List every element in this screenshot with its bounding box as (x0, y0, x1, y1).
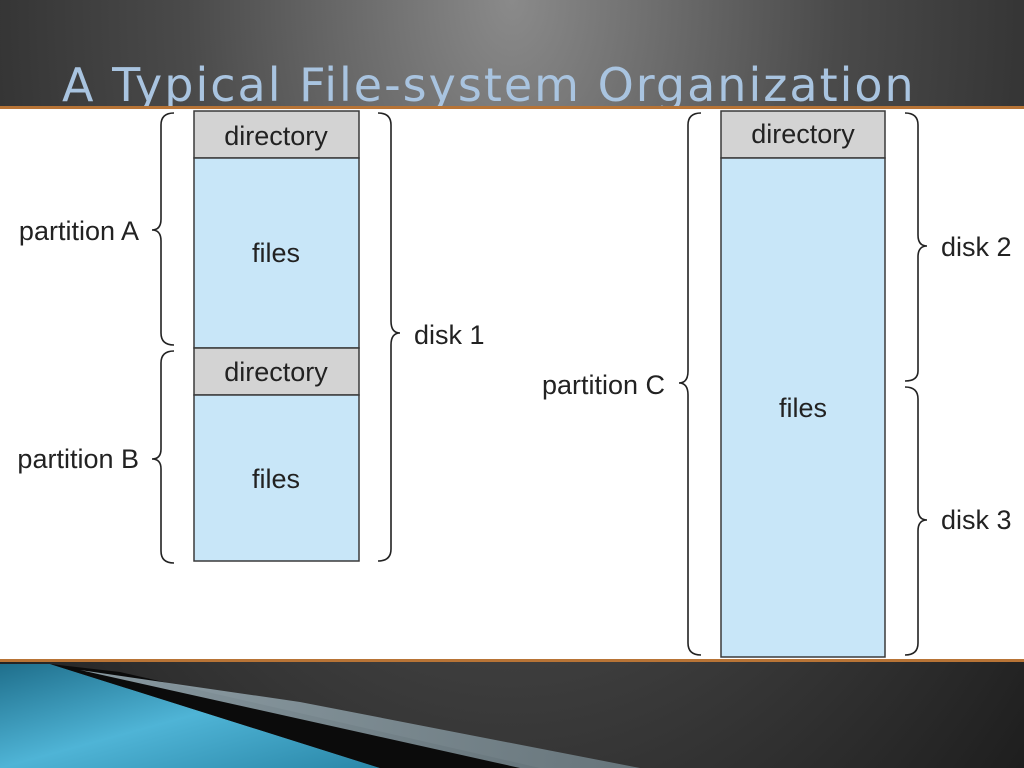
partition-a-directory-label: directory (224, 121, 328, 151)
partition-b-brace (151, 350, 175, 564)
disk-3-brace (904, 386, 928, 656)
partition-b-files-label: files (252, 464, 300, 494)
disk-1-label: disk 1 (414, 320, 485, 350)
slide-title: A Typical File-system Organization (62, 58, 916, 112)
disk23-stack: directory files (720, 110, 886, 658)
partition-c-directory-label: directory (751, 119, 855, 149)
partition-a-label: partition A (19, 216, 139, 246)
grey-wedge-shape (80, 670, 640, 768)
disk-1-brace (377, 112, 401, 562)
partition-a-files-label: files (252, 238, 300, 268)
partition-a-files-block (193, 157, 360, 349)
partition-c-label: partition C (542, 370, 665, 400)
teal-wedge-shape (0, 664, 380, 768)
partition-b-label: partition B (17, 444, 139, 474)
disk-2-brace (904, 112, 928, 382)
file-system-diagram: directory files directory files director… (17, 110, 1012, 658)
disk-3-label: disk 3 (941, 505, 1012, 535)
partition-b-files-block (193, 394, 360, 562)
disk-2-label: disk 2 (941, 232, 1012, 262)
disk1-stack: directory files directory files (193, 110, 360, 562)
slide-footer-decoration (0, 662, 1024, 768)
partition-b-directory-label: directory (224, 357, 328, 387)
partition-c-files-block (720, 157, 886, 658)
footer-divider (0, 659, 1024, 662)
partition-c-brace (678, 112, 702, 656)
partition-a-brace (151, 112, 175, 346)
diagram-canvas: directory files directory files director… (0, 109, 1024, 659)
title-divider (0, 106, 1024, 109)
partition-b-directory-block (193, 347, 360, 396)
partition-c-files-label: files (779, 393, 827, 423)
